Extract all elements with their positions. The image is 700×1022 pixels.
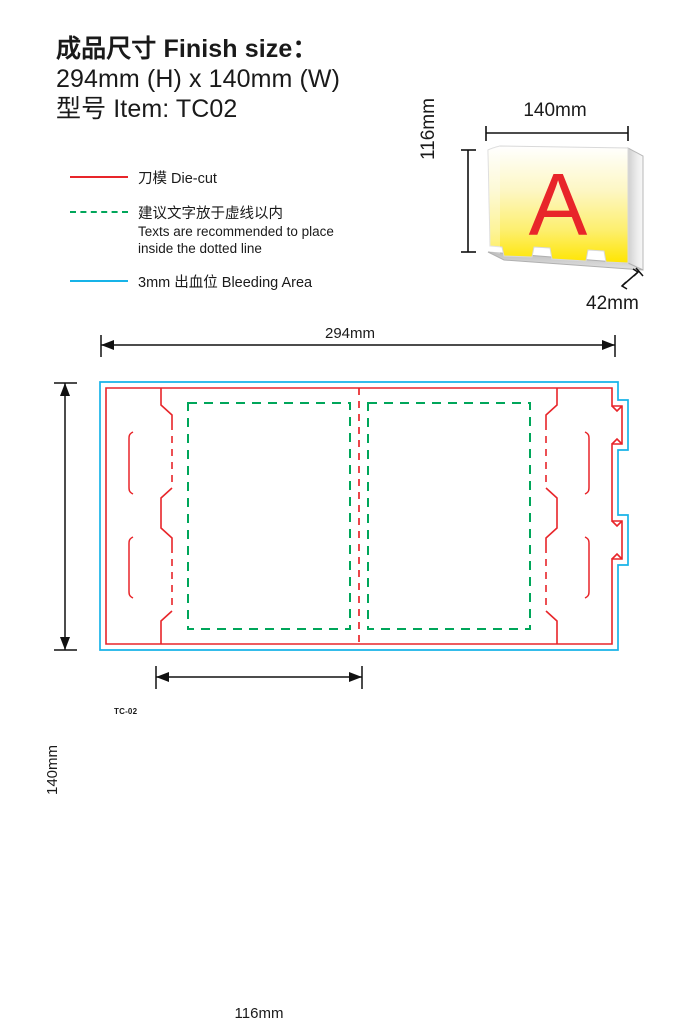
page-title: 成品尺寸 Finish size： 294mm (H) x 140mm (W) …	[56, 34, 340, 124]
safe-area-left-panel	[187, 402, 351, 630]
legend-label-bleed: 3mm 出血位 Bleeding Area	[138, 275, 313, 291]
preview-width-label: 140mm	[523, 100, 587, 121]
legend-label-safe-area-cn: 建议文字放于虚线以内	[138, 206, 283, 222]
tent-face-letter: A	[529, 155, 588, 254]
preview-height-dimension	[461, 149, 476, 253]
dieline-svg	[54, 335, 629, 689]
legend-swatch-die-cut-icon	[70, 170, 128, 184]
preview-depth-label: 42mm	[586, 293, 639, 314]
diecut-outline	[105, 387, 623, 645]
bleed-outline	[99, 381, 629, 651]
legend-swatch-safe-area-icon	[70, 205, 128, 219]
dieline-part-code: TC-02	[114, 707, 138, 716]
legend-label-safe-area-en2: inside the dotted line	[138, 241, 262, 256]
right-flap-slits	[584, 431, 590, 599]
left-fold-profile	[160, 388, 173, 644]
title-item-code: 型号 Item: TC02	[56, 95, 238, 123]
legend: 刀模 Die-cut 建议文字放于虚线以内 Texts are recommen…	[70, 170, 334, 309]
tent-face-highlight	[488, 146, 500, 254]
right-tab-details	[611, 405, 623, 560]
tent-back-panel	[627, 147, 644, 271]
right-fold-profile	[545, 388, 558, 644]
legend-item-safe-area: 建议文字放于虚线以内 Texts are recommended to plac…	[70, 205, 334, 257]
title-finish-size: 成品尺寸 Finish size：	[56, 35, 318, 63]
safe-area-right-panel	[367, 402, 531, 630]
legend-label-die-cut: 刀模 Die-cut	[138, 171, 217, 187]
preview-width-dimension	[485, 126, 629, 141]
preview-height-label: 116mm	[418, 98, 439, 160]
tent-card-preview: 140mm 116mm 42mm	[418, 98, 690, 325]
legend-label-safe-area-en1: Texts are recommended to place	[138, 224, 334, 239]
dieline-width-label: 294mm	[324, 325, 376, 342]
legend-item-bleed: 3mm 出血位 Bleeding Area	[70, 274, 334, 292]
legend-item-die-cut: 刀模 Die-cut	[70, 170, 334, 188]
left-flap-slits	[128, 431, 134, 599]
tent-card-svg: A	[461, 126, 644, 290]
legend-swatch-bleed-icon	[70, 274, 128, 288]
legend-label-safe-area: 建议文字放于虚线以内 Texts are recommended to plac…	[138, 205, 334, 257]
dimension-116	[155, 666, 363, 689]
title-dimensions: 294mm (H) x 140mm (W)	[56, 65, 341, 93]
preview-depth-dimension	[620, 267, 644, 290]
tent-front-face	[487, 145, 629, 264]
dieline-height-label: 140mm	[44, 744, 61, 795]
dieline-panel-label: 116mm	[234, 1005, 284, 1022]
tent-card-spec-sheet: 成品尺寸 Finish size： 294mm (H) x 140mm (W) …	[0, 34, 700, 1022]
dimension-140	[54, 382, 77, 651]
dieline-drawing: 294mm 140mm 116mm	[0, 325, 700, 1022]
dimension-294	[100, 335, 616, 357]
